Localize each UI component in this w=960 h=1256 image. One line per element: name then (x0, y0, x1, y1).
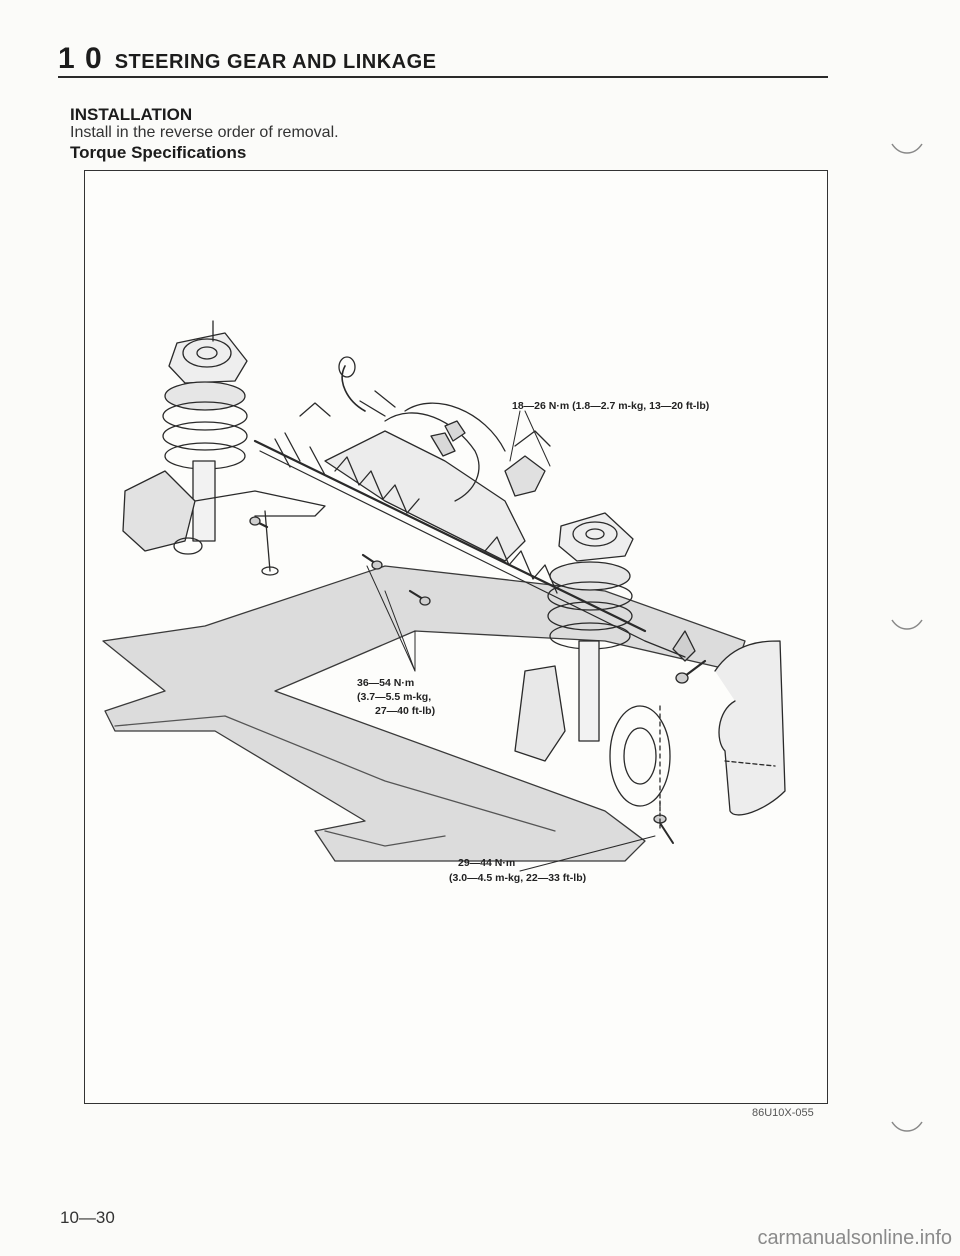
crossmember (102, 565, 746, 862)
instruction-text: Install in the reverse order of removal. (70, 124, 339, 141)
right-strut-assembly (514, 512, 696, 812)
chapter-title: STEERING GEAR AND LINKAGE (114, 51, 437, 73)
tie-rod-nut-torque-label-line1: 29—44 N·m (458, 857, 516, 869)
figure-code: 86U10X-055 (752, 1107, 814, 1119)
page-number: 10—30 (60, 1208, 115, 1227)
torque-diagram-figure: 18—26 N·m (1.8—2.7 m-kg, 13—20 ft-lb) 36… (84, 170, 828, 1104)
binder-hole-mark-1 (891, 143, 923, 154)
tie-rod-nut-torque-label-line2: (3.0—4.5 m-kg, 22—33 ft-lb) (449, 872, 587, 884)
torque-specifications-heading: Torque Specifications (70, 143, 247, 162)
watermark: carmanualsonline.info (757, 1227, 952, 1249)
binder-hole-mark-3 (891, 1121, 923, 1132)
header-rule (58, 76, 828, 78)
splash-shield (675, 640, 786, 816)
callout-leaders (366, 410, 656, 872)
binder-hole-mark-2 (891, 619, 923, 630)
left-strut-assembly (122, 320, 326, 576)
chapter-number: 1 0 (58, 42, 103, 75)
mounting-bolt-torque-label-line2: (3.7—5.5 m-kg, (357, 691, 432, 703)
section-heading: INSTALLATION (70, 105, 193, 124)
mounting-bolts (249, 516, 431, 606)
chapter-header: 1 0 STEERING GEAR AND LINKAGE (58, 42, 437, 76)
mounting-bolt-torque-label-line3: 27—40 ft-lb) (375, 705, 436, 717)
crossmember-slot (324, 830, 446, 847)
tie-rod-end (644, 640, 686, 844)
crossmember-edge (114, 715, 556, 832)
steering-assembly-illustration (102, 320, 786, 872)
steering-rack (253, 356, 647, 642)
mounting-bolt-torque-label-line1: 36—54 N·m (357, 677, 415, 689)
steering-joint-torque-label: 18—26 N·m (1.8—2.7 m-kg, 13—20 ft-lb) (512, 400, 710, 412)
